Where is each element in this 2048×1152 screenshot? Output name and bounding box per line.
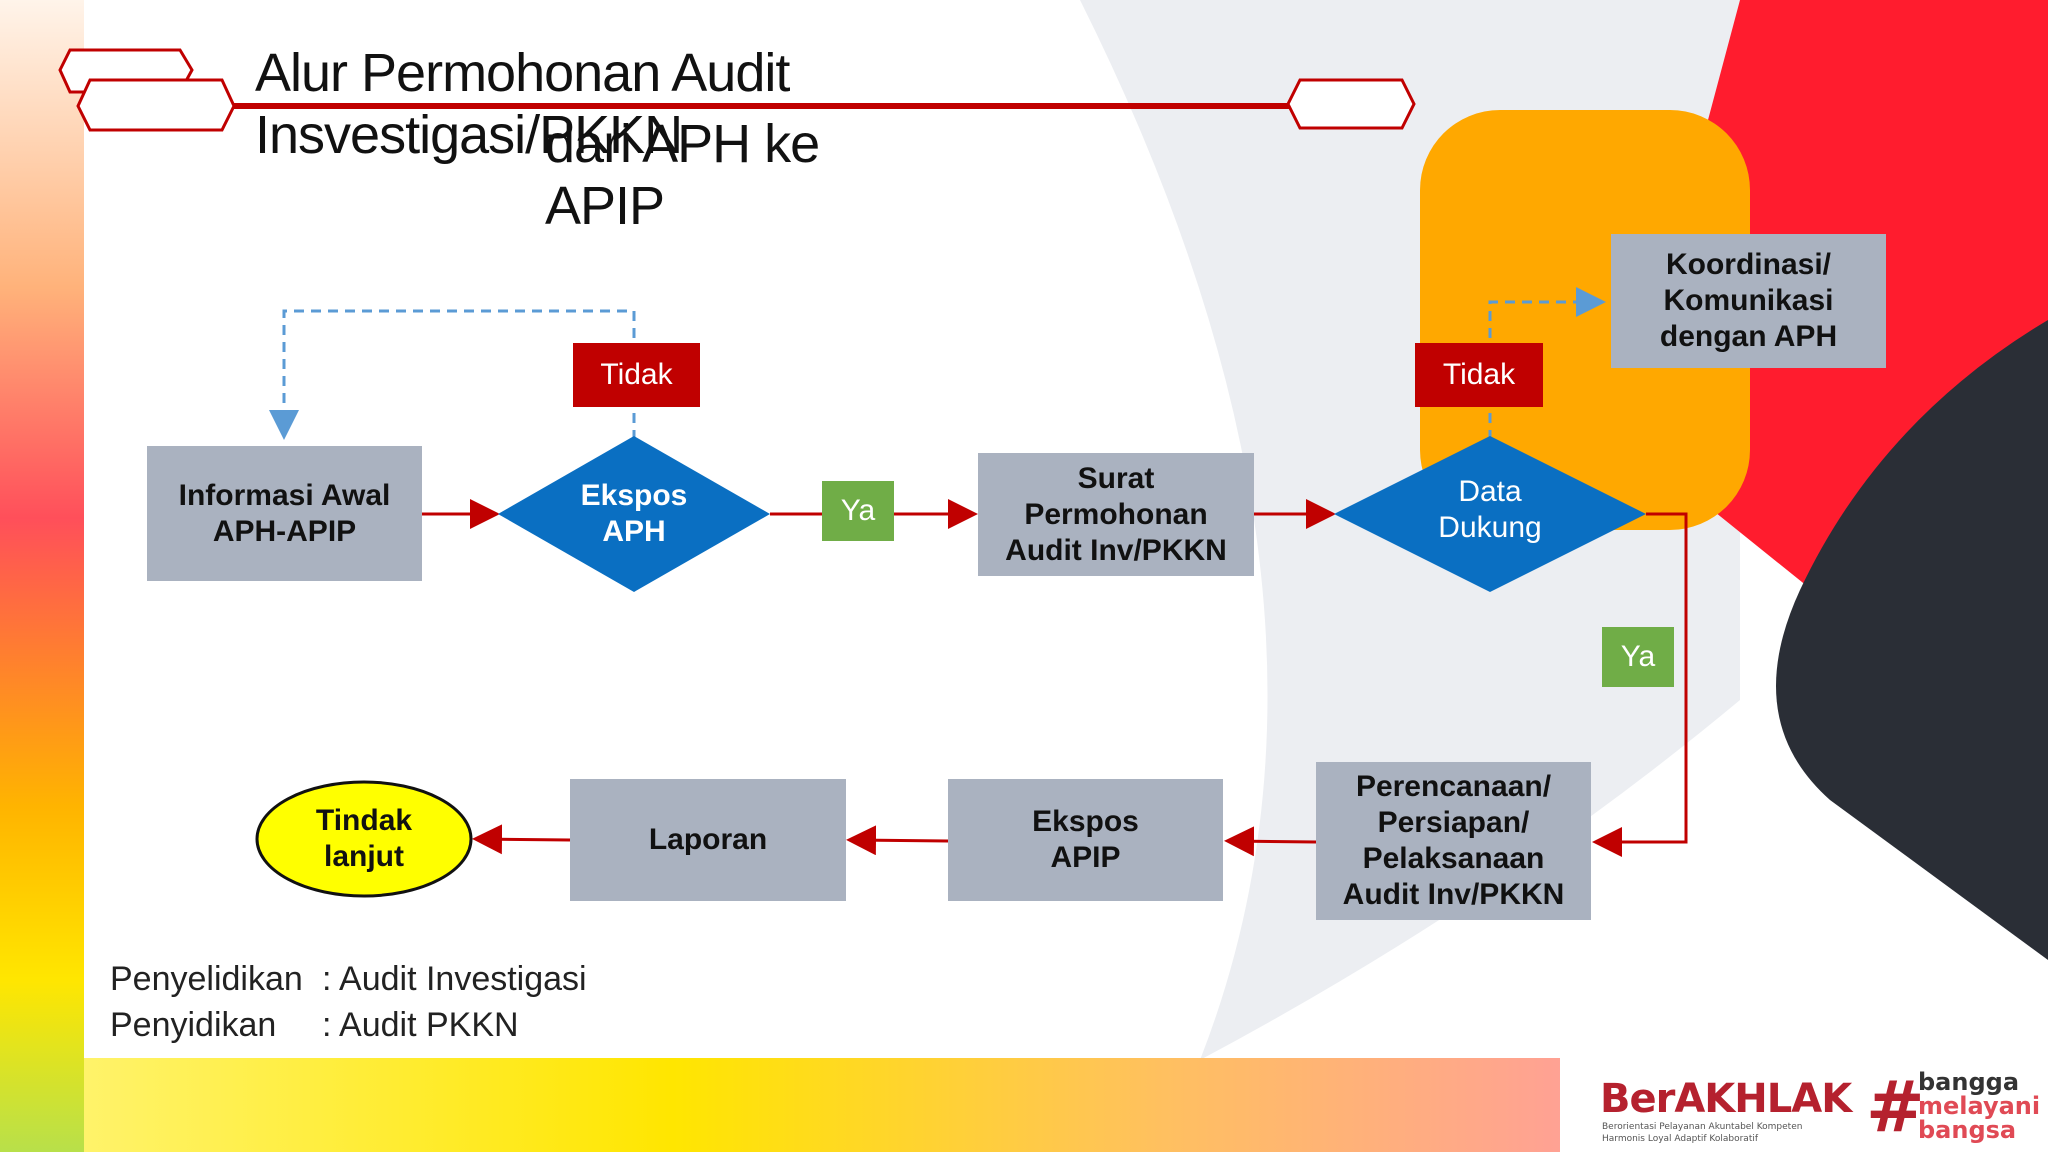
page-subtitle: dari APH ke APIP — [545, 114, 820, 236]
tindak-lanjut-oval — [255, 780, 473, 898]
note-term: Penyelidikan — [110, 960, 303, 998]
tindak-lanjut-label: Tindak lanjut — [315, 804, 413, 873]
note-value: : Audit PKKN — [322, 1006, 519, 1044]
dashed-tidak-to-koordinasi — [1488, 287, 1606, 440]
note-value: : Audit Investigasi — [322, 960, 587, 998]
arrow-ekspos-apip-to-laporan — [846, 825, 949, 856]
note-penyidikan: Penyidikan : Audit PKKN — [110, 1006, 519, 1045]
data-dukung-label-wrap: Data Dukung — [1390, 470, 1590, 550]
berakhlak-wordmark: BerAKHLAK — [1600, 1076, 1852, 1122]
ekspos-aph-diamond — [498, 436, 770, 592]
ekspos-apip-label: Ekspos APIP — [1032, 805, 1139, 874]
data-dukung-label: Data Dukung — [1438, 475, 1542, 544]
tindak-lanjut-label-wrap: Tindak lanjut — [274, 797, 454, 881]
ya-tag-ekspos: Ya — [822, 481, 894, 541]
koordinasi-label: Koordinasi/ Komunikasi dengan APH — [1659, 248, 1838, 353]
perencanaan-label: Perencanaan/ Persiapan/ Pelaksanaan Audi… — [1342, 770, 1565, 911]
tidak-tag-ekspos: Tidak — [573, 343, 700, 407]
tidak-tag-data-dukung: Tidak — [1415, 343, 1543, 407]
page-title: Alur Permohonan Audit Insvestigasi/PKKN — [255, 43, 790, 165]
ekspos-aph-label-wrap: Ekspos APH — [534, 474, 734, 554]
informasi-awal-label: Informasi Awal APH-APIP — [178, 478, 391, 548]
surat-permohonan-label: Surat Permohonan Audit Inv/PKKN — [1005, 461, 1227, 567]
koordinasi-box: Koordinasi/ Komunikasi dengan APH — [1611, 234, 1886, 368]
perencanaan-box: Perencanaan/ Persiapan/ Pelaksanaan Audi… — [1316, 762, 1591, 920]
arrow-laporan-to-tindak-lanjut — [472, 824, 571, 855]
berakhlak-tagline-1: Berorientasi Pelayanan Akuntabel Kompete… — [1602, 1122, 1803, 1132]
hashtag-icon: # — [1866, 1066, 1925, 1148]
melayani-text: melayani — [1918, 1092, 2041, 1120]
data-dukung-diamond — [1334, 436, 1646, 592]
ya-tag-data-dukung: Ya — [1602, 627, 1674, 687]
berakhlak-tagline-2: Harmonis Loyal Adaptif Kolaboratif — [1602, 1134, 1759, 1144]
arrow-data-to-perencanaan — [1592, 512, 1688, 857]
ekspos-apip-box: Ekspos APIP — [948, 779, 1223, 901]
informasi-awal-box: Informasi Awal APH-APIP — [147, 446, 422, 581]
bangga-text: bangga — [1918, 1068, 2020, 1096]
bangsa-text: bangsa — [1918, 1116, 2017, 1144]
arrow-perencanaan-to-ekspos-apip — [1224, 826, 1317, 857]
laporan-label: Laporan — [648, 823, 768, 856]
ekspos-aph-label: Ekspos APH — [580, 479, 688, 548]
note-penyelidikan: Penyelidikan : Audit Investigasi — [110, 960, 587, 999]
surat-permohonan-box: Surat Permohonan Audit Inv/PKKN — [978, 453, 1254, 576]
note-term: Penyidikan — [110, 1006, 277, 1044]
laporan-box: Laporan — [570, 779, 846, 901]
